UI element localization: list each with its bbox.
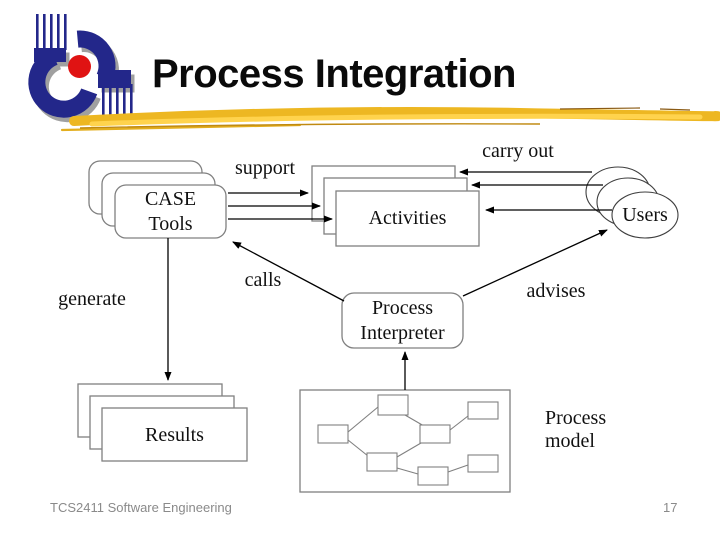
support-label: support	[235, 157, 295, 179]
calls-arrow	[232, 241, 345, 302]
activities-label: Activities	[368, 207, 447, 229]
process-model-node	[299, 389, 511, 493]
users-label: Users	[622, 204, 668, 226]
case-tools-node	[88, 160, 227, 239]
footer-course-text: TCS2411 Software Engineering	[50, 500, 232, 515]
results-label: Results	[145, 424, 204, 446]
advises-arrow	[462, 229, 608, 297]
case-tools-label: CASE Tools	[144, 188, 197, 235]
calls-label: calls	[244, 269, 282, 291]
slide-title: Process Integration	[152, 52, 516, 96]
users-node	[585, 166, 679, 239]
carry-out-arrows	[459, 168, 612, 214]
generate-label: generate	[58, 288, 126, 310]
process-interpreter-node	[341, 292, 464, 349]
advises-label: advises	[526, 280, 586, 302]
results-node	[77, 383, 248, 462]
process-interpreter-label: Process Interpreter	[360, 297, 445, 344]
process-model-label: Process model	[545, 407, 607, 452]
university-logo-icon	[28, 14, 135, 123]
footer-page-number: 17	[663, 500, 678, 515]
title-divider-brush	[60, 107, 720, 132]
activities-node	[311, 165, 480, 247]
logo-red-dot	[68, 55, 91, 78]
support-arrows	[228, 189, 333, 223]
carry-out-label: carry out	[482, 140, 554, 162]
